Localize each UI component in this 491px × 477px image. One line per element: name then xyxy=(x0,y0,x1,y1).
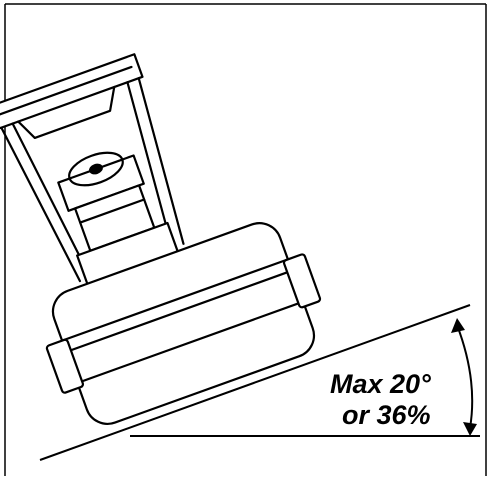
slope-ground xyxy=(39,304,480,461)
roller-drum xyxy=(45,222,322,425)
slope-limit-percent: or 36% xyxy=(342,400,431,430)
angle-arrow-icon xyxy=(451,318,477,436)
figure-border xyxy=(4,3,487,476)
slope-limit-degrees: Max 20° xyxy=(330,369,431,399)
roller-machine-icon xyxy=(0,53,322,425)
slope-line xyxy=(39,304,471,461)
steering-wheel-icon xyxy=(68,151,124,187)
rops-canopy xyxy=(0,53,185,283)
